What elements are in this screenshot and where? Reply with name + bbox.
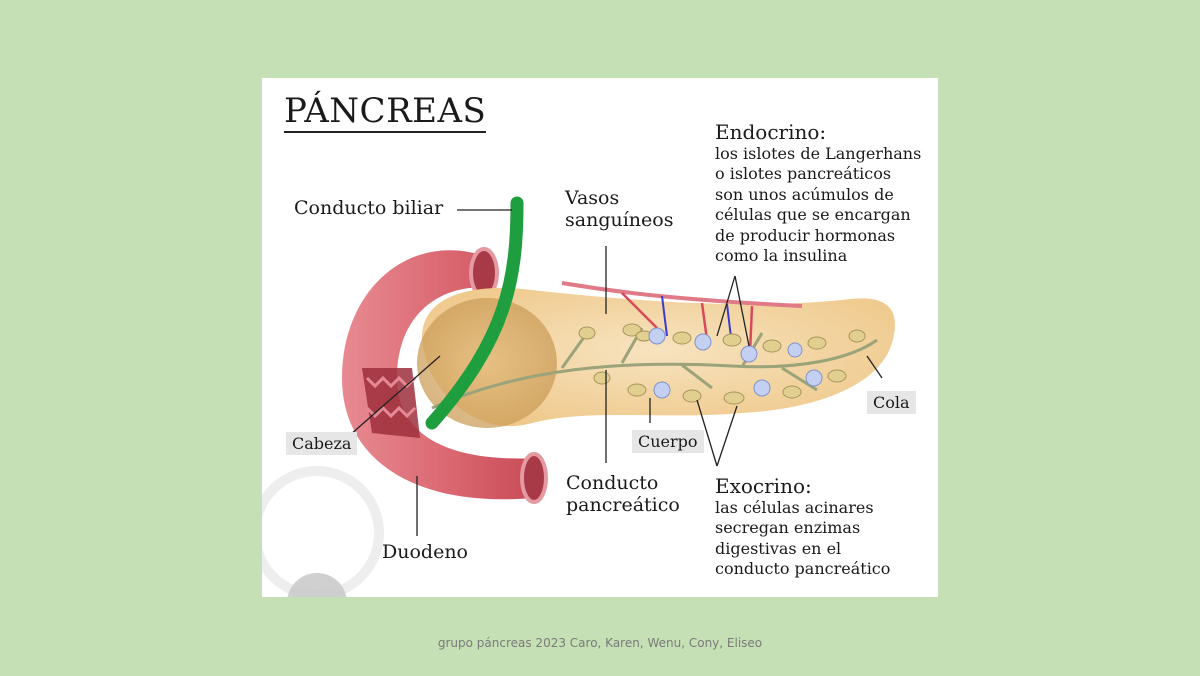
label-conducto-line1: Conducto xyxy=(566,472,659,494)
anatomy-drawing xyxy=(262,196,895,597)
endocrino-line-2: o islotes pancreáticos xyxy=(715,164,892,184)
exocrino-line-4: conducto pancreático xyxy=(715,559,891,579)
label-vasos-sanguineos: Vasos sanguíneos xyxy=(565,187,674,232)
endocrino-line-3: son unos acúmulos de xyxy=(715,184,894,204)
pancreas-diagram-image: PÁNCREAS Conducto biliar Vasos sanguíneo… xyxy=(262,78,938,597)
endocrino-line-4: células que se encargan xyxy=(715,205,911,225)
label-conducto-biliar: Conducto biliar xyxy=(294,197,444,219)
acini-clusters xyxy=(578,323,866,405)
diagram-title: PÁNCREAS xyxy=(284,91,487,134)
watermark-logo xyxy=(262,466,384,597)
exocrino-line-2: secregan enzimas xyxy=(715,518,861,538)
label-conducto-pancreatico: Conducto pancreático xyxy=(566,472,680,517)
exocrino-line-1: las células acinares xyxy=(715,498,874,517)
exocrino-heading: Exocrino: xyxy=(715,474,812,498)
label-cabeza: Cabeza xyxy=(286,432,358,455)
label-conducto-line2: pancreático xyxy=(566,493,680,516)
leader-lines xyxy=(349,209,883,536)
bile-duct xyxy=(425,196,524,430)
endocrino-block: Endocrino: los islotes de Langerhans o i… xyxy=(715,121,921,267)
label-cuerpo: Cuerpo xyxy=(632,430,704,453)
islets-of-langerhans xyxy=(648,327,823,399)
blood-vessels xyxy=(561,281,803,354)
endocrino-line-1: los islotes de Langerhans xyxy=(715,144,922,163)
exocrino-line-3: digestivas en el xyxy=(715,538,842,558)
endocrino-heading: Endocrino: xyxy=(715,120,827,144)
exocrino-block: Exocrino: las células acinares secregan … xyxy=(715,475,890,580)
pancreas-body xyxy=(417,287,895,428)
endocrino-line-5: de producir hormonas xyxy=(715,225,896,245)
label-vasos-line1: Vasos xyxy=(565,187,620,209)
endocrino-line-6: como la insulina xyxy=(715,246,848,266)
label-duodeno: Duodeno xyxy=(382,541,468,563)
slide-footer: grupo páncreas 2023 Caro, Karen, Wenu, C… xyxy=(437,636,763,650)
label-cola: Cola xyxy=(867,391,916,414)
label-vasos-line2: sanguíneos xyxy=(565,208,674,231)
